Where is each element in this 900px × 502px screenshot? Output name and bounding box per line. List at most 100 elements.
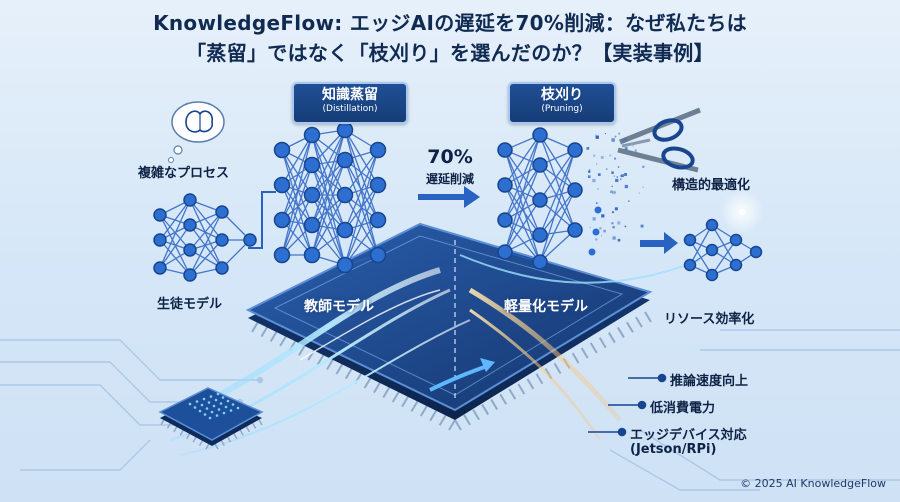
particle bbox=[595, 238, 598, 241]
lightweight-network-node bbox=[705, 268, 719, 282]
student-network-node bbox=[183, 243, 197, 257]
particle bbox=[603, 229, 606, 233]
result-text: 遅延削減 bbox=[425, 172, 474, 186]
particle bbox=[588, 169, 591, 171]
pruned-node bbox=[588, 248, 596, 256]
pruned-node bbox=[594, 206, 602, 214]
student-network-node bbox=[153, 233, 167, 247]
lightweight-network-node bbox=[729, 233, 743, 247]
teacher-network-node bbox=[303, 126, 321, 144]
network-nodes bbox=[153, 121, 763, 282]
teacher-network-node bbox=[369, 211, 387, 229]
particle bbox=[596, 202, 598, 204]
pruned-network-node bbox=[532, 192, 548, 208]
brain-icon bbox=[168, 101, 225, 163]
lightweight-network-node bbox=[749, 245, 763, 259]
pruning-badge: 枝刈り (Pruning) bbox=[508, 82, 616, 124]
distillation-badge: 知識蒸留 (Distillation) bbox=[292, 82, 408, 124]
particle bbox=[618, 132, 621, 135]
particle bbox=[593, 154, 596, 157]
label-student-model: 生徒モデル bbox=[157, 297, 223, 312]
particle bbox=[617, 221, 621, 225]
lightweight-network-node bbox=[705, 218, 719, 232]
particle bbox=[612, 211, 614, 214]
benefit-speed: 推論速度向上 bbox=[670, 374, 749, 389]
flow-arrow-icon bbox=[480, 358, 495, 372]
pruned-node bbox=[592, 228, 600, 236]
pruned-network-node bbox=[532, 157, 548, 173]
particle bbox=[601, 214, 605, 218]
teacher-network-node bbox=[303, 186, 321, 204]
particle bbox=[599, 227, 602, 230]
particle bbox=[625, 147, 628, 150]
particle bbox=[638, 192, 640, 194]
particle bbox=[614, 207, 618, 211]
benefit-power: 低消費電力 bbox=[650, 401, 716, 416]
particle bbox=[634, 149, 637, 152]
particle bbox=[592, 178, 596, 183]
label-teacher-model: 教師モデル bbox=[304, 299, 374, 315]
particle bbox=[595, 135, 599, 139]
pruned-network-node bbox=[497, 177, 513, 193]
particle bbox=[628, 200, 630, 202]
teacher-network-node bbox=[303, 156, 321, 174]
lightweight-network-node bbox=[683, 258, 697, 272]
particle bbox=[624, 184, 628, 189]
particle bbox=[642, 186, 644, 188]
result-percent: 70% bbox=[427, 146, 473, 168]
title-line-2: 「蒸留」ではなく「枝刈り」を選んだのか？【実装事例】 bbox=[186, 41, 714, 65]
teacher-network-node bbox=[336, 186, 354, 204]
particle bbox=[592, 217, 596, 221]
student-network-node bbox=[215, 233, 229, 247]
teacher-network-node bbox=[336, 121, 354, 139]
teacher-network-node bbox=[273, 176, 291, 194]
teacher-network-node bbox=[303, 216, 321, 234]
particle bbox=[614, 135, 617, 138]
particle bbox=[587, 175, 591, 179]
arrow-right-icon bbox=[418, 186, 480, 208]
student-network-node bbox=[183, 268, 197, 282]
particle bbox=[586, 146, 590, 150]
lightweight-network-node bbox=[729, 258, 743, 272]
particle bbox=[611, 171, 614, 174]
pruned-network-node bbox=[497, 244, 513, 260]
particle bbox=[624, 173, 628, 176]
student-network-node bbox=[215, 261, 229, 275]
particle bbox=[597, 173, 601, 177]
particle bbox=[640, 224, 644, 228]
teacher-network-node bbox=[369, 141, 387, 159]
label-lightweight-model: 軽量化モデル bbox=[504, 299, 588, 315]
particle bbox=[642, 165, 645, 168]
particle bbox=[616, 176, 618, 178]
particle bbox=[624, 225, 627, 228]
student-network-node bbox=[153, 261, 167, 275]
label-resource-eff: リソース効率化 bbox=[664, 312, 755, 327]
particle bbox=[617, 166, 620, 168]
teacher-network-node bbox=[369, 246, 387, 264]
teacher-network-node bbox=[336, 256, 354, 274]
particle bbox=[622, 139, 625, 142]
student-network-node bbox=[183, 193, 197, 207]
pruned-network-node bbox=[567, 182, 583, 198]
benefit-connectors bbox=[588, 373, 667, 437]
particle bbox=[620, 178, 622, 180]
scissors-icon bbox=[617, 107, 701, 173]
particle bbox=[612, 225, 615, 229]
teacher-network-node bbox=[336, 221, 354, 239]
particle bbox=[617, 238, 621, 242]
teacher-network-node bbox=[273, 246, 291, 264]
particle bbox=[597, 188, 599, 190]
student-network-node bbox=[243, 233, 257, 247]
label-complex-process: 複雑なプロセス bbox=[138, 166, 230, 181]
pruned-network-node bbox=[532, 127, 548, 143]
particle bbox=[613, 175, 615, 177]
title-line-1: KnowledgeFlow: エッジAIの遅延を70%削減：なぜ私たちは bbox=[153, 11, 747, 35]
particle bbox=[611, 222, 614, 225]
teacher-network-node bbox=[369, 176, 387, 194]
pruned-network-node bbox=[497, 212, 513, 228]
student-network-node bbox=[153, 208, 167, 222]
particle bbox=[611, 138, 615, 142]
label-structural-opt: 構造的最適化 bbox=[672, 178, 751, 193]
particle bbox=[624, 146, 628, 150]
lightweight-network-node bbox=[683, 233, 697, 247]
